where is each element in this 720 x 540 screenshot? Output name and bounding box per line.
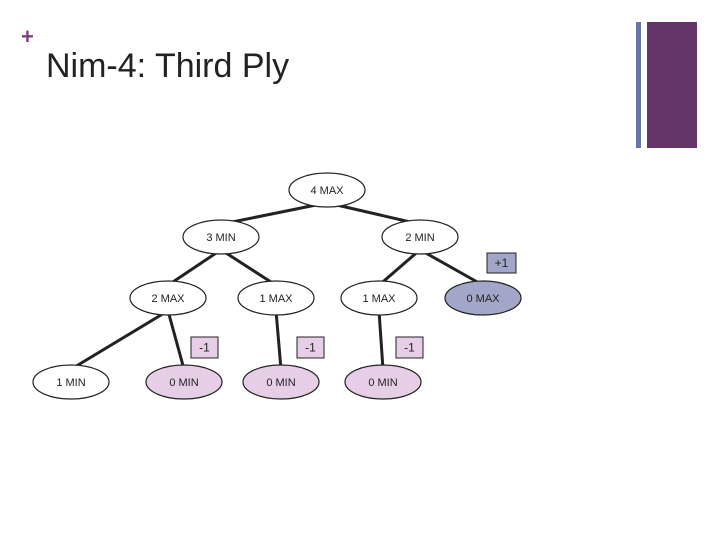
tree-node-n0minC: 0 MIN bbox=[344, 364, 422, 400]
tree-node-label: 2 MAX bbox=[151, 293, 185, 305]
tree-node-shape bbox=[444, 280, 522, 316]
slide-title: Nim-4: Third Ply bbox=[46, 47, 290, 85]
tree-edge bbox=[377, 248, 422, 287]
tree-node-n1maxR: 1 MAX bbox=[340, 280, 418, 316]
value-label-box bbox=[190, 336, 219, 359]
tree-node-label: 1 MAX bbox=[259, 293, 293, 305]
tree-node-n0minB: 0 MIN bbox=[242, 364, 320, 400]
bullet-plus-icon: + bbox=[21, 24, 34, 49]
tree-node-shape bbox=[381, 219, 459, 255]
tree-node-n2min: 2 MIN bbox=[381, 219, 459, 255]
value-label-text: -1 bbox=[305, 341, 316, 355]
tree-node-label: 1 MAX bbox=[362, 293, 396, 305]
tree-edge bbox=[219, 248, 278, 287]
value-label-box bbox=[486, 252, 517, 274]
tree-node-shape bbox=[145, 364, 223, 400]
tree-node-shape bbox=[182, 219, 260, 255]
tree-node-n1min: 1 MIN bbox=[32, 364, 110, 400]
tree-node-shape bbox=[129, 280, 207, 316]
tree-edge bbox=[166, 248, 223, 287]
tree-node-n4max: 4 MAX bbox=[288, 172, 366, 208]
tree-node-label: 0 MAX bbox=[466, 293, 500, 305]
tree-node-label: 4 MAX bbox=[310, 185, 344, 197]
tree-node-n0minA: 0 MIN bbox=[145, 364, 223, 400]
value-label: -1 bbox=[190, 336, 219, 359]
tree-node-n1maxL: 1 MAX bbox=[237, 280, 315, 316]
value-label-box bbox=[296, 336, 325, 359]
tree-edges bbox=[69, 201, 485, 371]
tree-node-shape bbox=[344, 364, 422, 400]
tree-node-shape bbox=[340, 280, 418, 316]
tree-edge bbox=[166, 309, 186, 371]
tree-nodes: 4 MAX 3 MIN 2 MIN 2 MAX 1 MAX 1 MAX 0 MAX 1 MIN… bbox=[32, 172, 522, 400]
tree-node-shape bbox=[242, 364, 320, 400]
tree-value-labels: +1 -1 -1 -1 bbox=[190, 252, 517, 359]
tree-node-n0max: 0 MAX bbox=[444, 280, 522, 316]
value-label-text: +1 bbox=[495, 256, 509, 270]
tree-node-shape bbox=[32, 364, 110, 400]
value-label-box bbox=[395, 336, 424, 359]
tree-node-label: 0 MIN bbox=[368, 377, 397, 389]
tree-edge bbox=[418, 248, 485, 287]
value-label: -1 bbox=[296, 336, 325, 359]
tree-edge bbox=[69, 309, 170, 371]
tree-edge bbox=[274, 309, 283, 371]
tree-edge bbox=[219, 201, 329, 226]
tree-node-shape bbox=[288, 172, 366, 208]
value-label-text: -1 bbox=[404, 341, 415, 355]
tree-node-label: 2 MIN bbox=[405, 232, 434, 244]
tree-edge bbox=[377, 309, 385, 371]
value-label: +1 bbox=[486, 252, 517, 274]
value-label-text: -1 bbox=[199, 341, 210, 355]
tree-node-label: 0 MIN bbox=[169, 377, 198, 389]
tree-node-label: 1 MIN bbox=[56, 377, 85, 389]
tree-node-shape bbox=[237, 280, 315, 316]
tree-edge bbox=[325, 201, 422, 226]
decorative-bar-thick bbox=[647, 22, 697, 148]
tree-node-n3min: 3 MIN bbox=[182, 219, 260, 255]
tree-node-label: 0 MIN bbox=[266, 377, 295, 389]
tree-node-n2max: 2 MAX bbox=[129, 280, 207, 316]
decorative-bar-thin bbox=[636, 22, 641, 148]
tree-node-label: 3 MIN bbox=[206, 232, 235, 244]
value-label: -1 bbox=[395, 336, 424, 359]
